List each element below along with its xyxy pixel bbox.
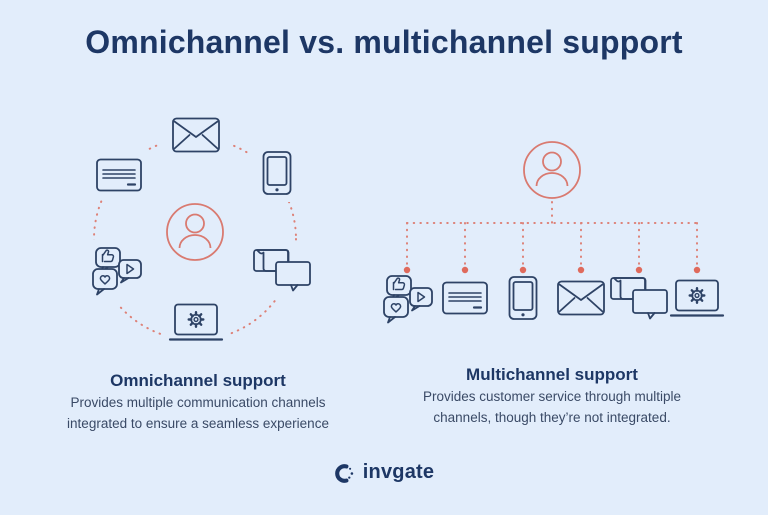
person-icon (523, 141, 581, 199)
dotted-branches (406, 201, 698, 266)
omnichannel-text-block: Omnichannel support Provides multiple co… (38, 370, 358, 434)
person-icon (166, 203, 224, 261)
footer-brand: invgate (0, 461, 768, 484)
comparison-diagram (84, 108, 725, 350)
invgate-logo-icon (334, 463, 353, 483)
brand-name: invgate (362, 461, 435, 483)
omnichannel-description: Provides multiple communication channels… (67, 395, 329, 431)
credit-card-icon (441, 281, 489, 315)
email-icon (557, 280, 605, 316)
multichannel-diagram (383, 141, 725, 324)
omnichannel-diagram (84, 108, 312, 350)
smartphone-icon (508, 276, 538, 320)
page-title: Omnichannel vs. multichannel support (85, 24, 683, 60)
multichannel-text-block: Multichannel support Provides customer s… (392, 364, 712, 428)
chat-bubbles-icon (610, 277, 668, 320)
multichannel-heading: Multichannel support (466, 365, 638, 384)
social-reactions-icon (383, 275, 433, 324)
omnichannel-heading: Omnichannel support (110, 371, 286, 390)
multichannel-description: Provides customer service through multip… (422, 389, 682, 425)
branch-dots (403, 266, 701, 274)
laptop-settings-icon (669, 279, 725, 317)
